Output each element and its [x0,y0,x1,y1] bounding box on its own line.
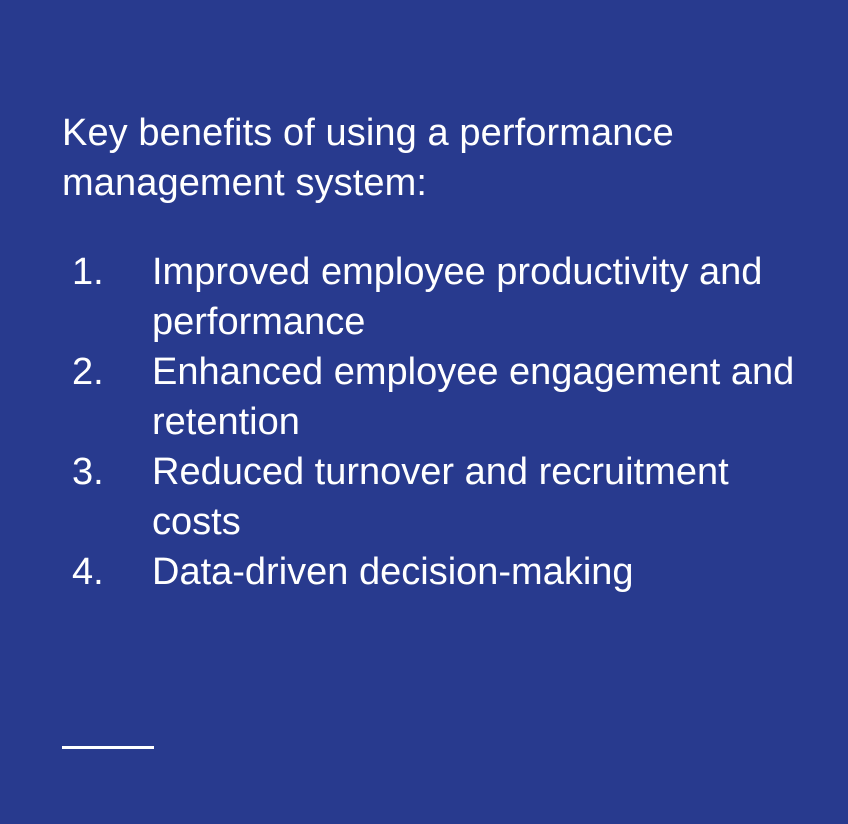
list-number: 2. [72,351,104,393]
list-text: Data-driven decision-making [152,551,634,593]
list-item: 4. Data-driven decision-making [62,547,822,597]
benefits-list: 1. Improved employee productivity and pe… [62,247,822,597]
list-number: 4. [72,551,104,593]
divider-line [62,746,154,749]
list-item: 1. Improved employee productivity and pe… [62,247,822,347]
list-item: 3. Reduced turnover and recruitment cost… [62,447,822,547]
list-text: Improved employee productivity and perfo… [152,251,763,343]
list-text: Enhanced employee engagement and retenti… [152,351,795,443]
list-number: 3. [72,451,104,493]
list-number: 1. [72,251,104,293]
list-item: 2. Enhanced employee engagement and rete… [62,347,822,447]
heading: Key benefits of using a performance mana… [62,112,674,204]
list-text: Reduced turnover and recruitment costs [152,451,729,543]
